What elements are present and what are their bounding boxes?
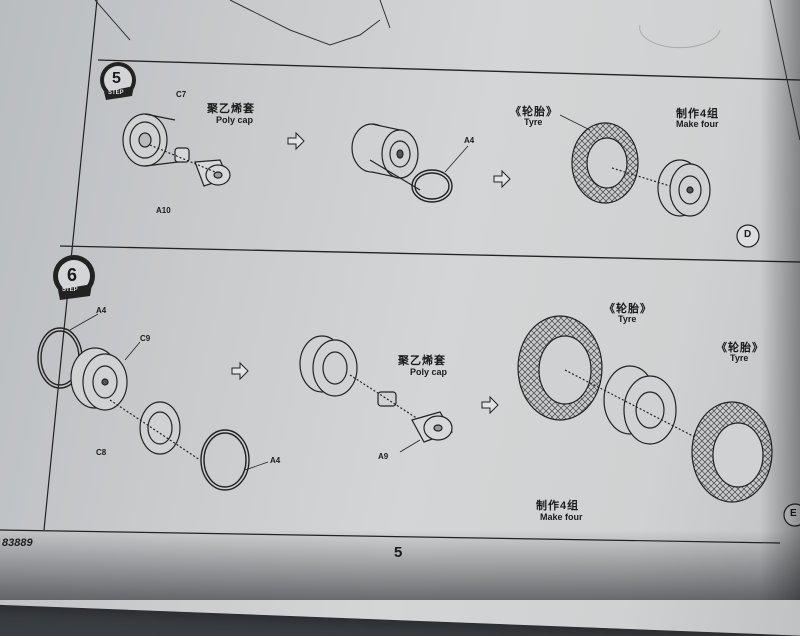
step6-badge [53, 255, 95, 300]
step5-marker-label: D [744, 229, 752, 240]
step6-arrow-2 [481, 395, 499, 415]
step6-part-a9: A9 [378, 452, 389, 461]
step5-step-word: STEP [108, 90, 124, 96]
step6-tyre2-en: Tyre [730, 353, 749, 363]
step6-top-rule [59, 245, 800, 263]
step5-badge [100, 62, 136, 100]
right-border [769, 0, 800, 141]
step5-ring-a4 [411, 145, 469, 203]
step5-arrow-1 [287, 131, 305, 151]
step6-polycap-a9 [399, 411, 453, 453]
step6-tyre-front [517, 315, 603, 421]
bottom-rule [0, 529, 781, 544]
step5-wheel-rim [351, 123, 421, 191]
step6-hub-c8 [109, 399, 201, 461]
instruction-drawings [0, 0, 800, 544]
step5-tyre-en: Tyre [524, 117, 543, 127]
step5-part-a4: A4 [464, 136, 475, 145]
step6-number: 6 [67, 265, 78, 285]
page-number: 5 [394, 544, 403, 561]
step6-ring-a4-bottom [200, 429, 269, 491]
step6-arrow-1 [231, 361, 249, 381]
kit-number: 83889 [2, 537, 33, 549]
step5-rim-assembled [611, 159, 711, 217]
step6-tyre1-en: Tyre [618, 314, 637, 324]
step5-arrow-2 [493, 169, 511, 189]
step5-number: 5 [112, 70, 121, 87]
step5-hub-c7 [122, 113, 179, 167]
step6-tyre2-cn: 《轮胎》 [716, 342, 764, 354]
step6-marker-e [783, 503, 800, 527]
step5-make-four-cn: 制作4组 [676, 108, 720, 120]
step6-tyre1-cn: 《轮胎》 [604, 303, 652, 315]
step6-step-word: STEP [62, 287, 78, 293]
step6-part-c9: C9 [140, 334, 151, 343]
step5-top-rule [97, 59, 800, 81]
step6-part-a4-bottom: A4 [270, 456, 281, 465]
step6-rim-c9 [70, 341, 141, 411]
step5-polycap-en: Poly cap [216, 115, 254, 125]
step5-part-a10: A10 [156, 206, 171, 215]
step6-rim-polycap [299, 335, 436, 431]
previous-step-remnant [94, 0, 721, 49]
step6-part-c8: C8 [96, 448, 107, 457]
step5-polycap-cn: 聚乙烯套 [207, 103, 255, 115]
step6-polycap-cn: 聚乙烯套 [398, 355, 446, 367]
step5-polycap-a10 [149, 144, 231, 187]
step6-tyre-rear [691, 401, 773, 503]
step6-marker-label: E [790, 508, 797, 519]
step6-make-four-cn: 制作4组 [536, 500, 580, 512]
step5-tyre-cn: 《轮胎》 [510, 106, 558, 118]
step5-marker-d [736, 224, 760, 248]
step5-part-c7: C7 [176, 90, 187, 99]
step5-make-four-en: Make four [676, 119, 719, 129]
step6-make-four-en: Make four [540, 512, 583, 522]
step6-part-a4-top: A4 [96, 306, 107, 315]
step6-double-rim [564, 365, 721, 451]
step5-tyre [559, 114, 639, 204]
step6-polycap-en: Poly cap [410, 367, 448, 377]
